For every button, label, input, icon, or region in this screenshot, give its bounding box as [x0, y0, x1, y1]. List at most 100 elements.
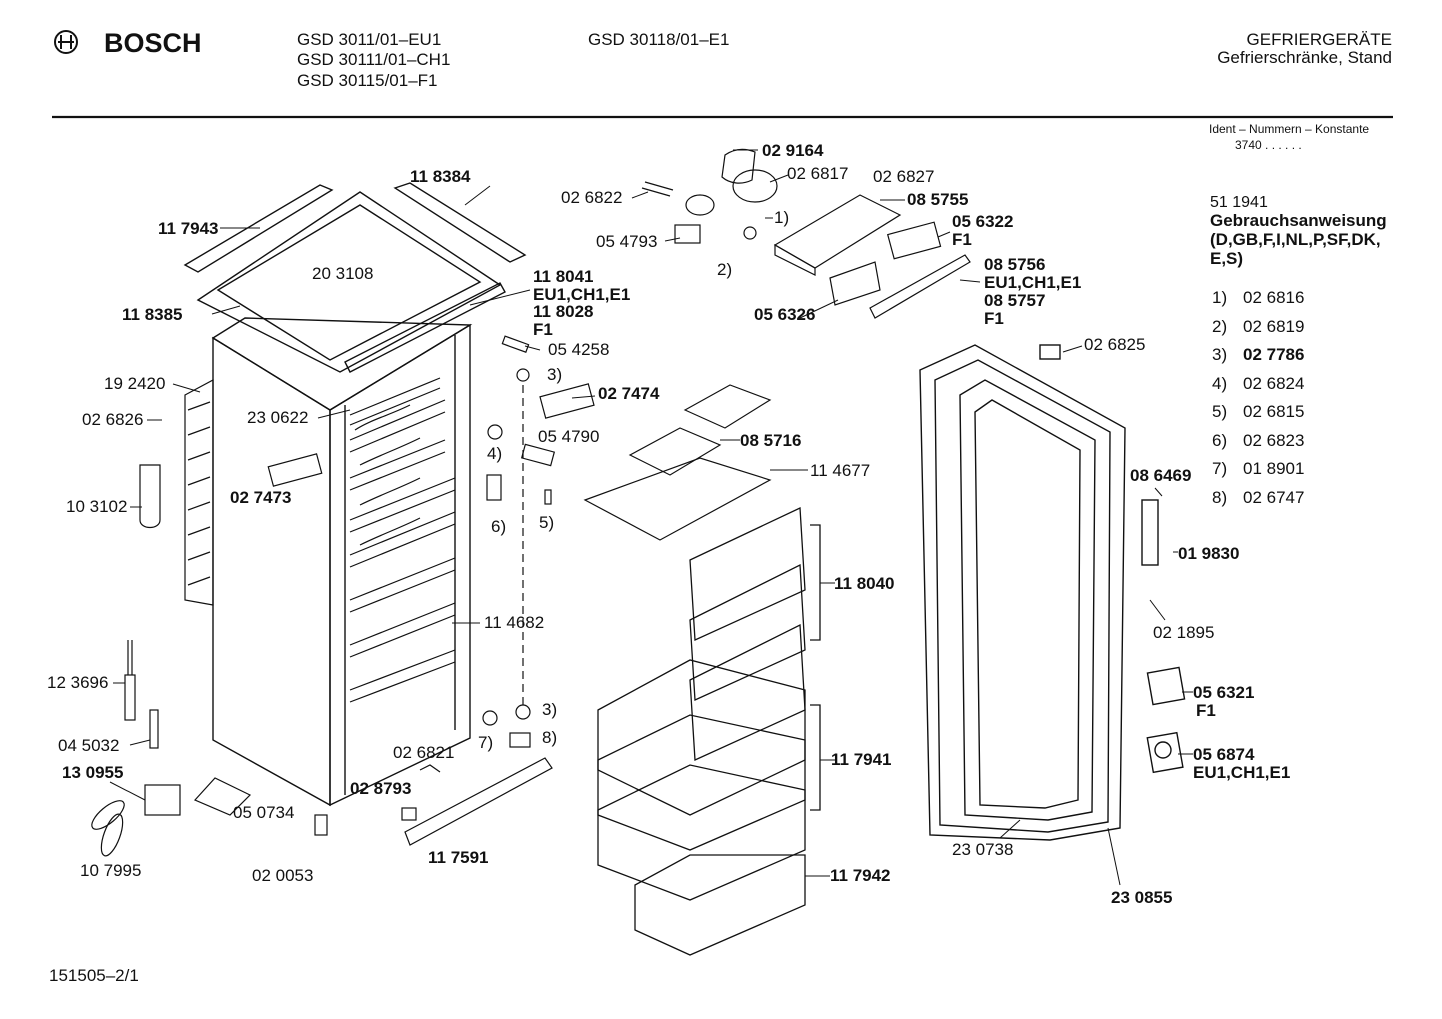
legend-part-number: 02 6815	[1243, 402, 1305, 421]
callout: 08 5756	[984, 255, 1046, 274]
subcategory-title: Gefrierschränke, Stand	[1217, 48, 1392, 67]
legend-key: 2)	[1212, 316, 1228, 336]
callout: 08 5757	[984, 291, 1046, 310]
top-panel	[183, 182, 527, 373]
callout: 7)	[478, 733, 494, 752]
callout: 01 9830	[1178, 544, 1240, 563]
callout: 23 0622	[247, 408, 309, 427]
callout: EU1,CH1,E1	[533, 285, 631, 304]
callout: F1	[984, 309, 1004, 328]
callout: 4)	[487, 444, 503, 463]
legend-part-number: 01 8901	[1243, 459, 1305, 478]
callout: 02 6822	[561, 188, 623, 207]
callout: 02 7474	[598, 384, 660, 403]
callout: 2)	[717, 260, 733, 279]
callout: F1	[533, 320, 553, 339]
cabinet-racks	[349, 377, 456, 703]
callout: 5)	[539, 513, 555, 532]
callout: 11 8385	[122, 305, 183, 324]
ident-label: Ident – Nummern – Konstante	[1209, 122, 1370, 136]
legend-key: 6)	[1212, 430, 1228, 450]
legend-part-number: 02 6816	[1243, 288, 1305, 307]
callout: 02 6825	[1084, 335, 1146, 354]
category-title: GEFRIERGERÄTE	[1246, 30, 1392, 49]
leader-lines	[109, 149, 1193, 886]
callout: 20 3108	[312, 264, 374, 283]
callout: EU1,CH1,E1	[1193, 763, 1291, 782]
model-number: GSD 30115/01–F1	[297, 71, 438, 90]
brand-name: BOSCH	[104, 28, 202, 58]
callout: 8)	[542, 728, 558, 747]
callout: F1	[952, 230, 972, 249]
ice-trays	[583, 384, 772, 541]
callout: 23 0855	[1111, 888, 1173, 907]
callout: 05 6321	[1193, 683, 1255, 702]
callout: 08 5716	[740, 431, 802, 450]
callout: 11 8041	[533, 267, 594, 286]
legend-part-number: 02 6819	[1243, 316, 1305, 336]
model-number: GSD 30118/01–E1	[588, 30, 730, 49]
callout: 10 7995	[80, 861, 142, 880]
callout: 11 7591	[428, 848, 489, 867]
small-parts	[91, 335, 595, 857]
callout: 02 9164	[762, 141, 824, 160]
legend-key: 7)	[1212, 459, 1228, 478]
callout: 11 4677	[810, 461, 871, 480]
document-id: 151505–2/1	[49, 966, 139, 985]
callout: 05 4790	[538, 427, 600, 446]
cabinet-body	[211, 317, 473, 807]
bosch-logo-icon	[54, 30, 78, 54]
callout: 11 7941	[831, 750, 892, 769]
control-parts	[641, 148, 971, 319]
callout: 05 4258	[548, 340, 610, 359]
callout: 02 6827	[873, 167, 935, 186]
callout: 02 8793	[350, 779, 412, 798]
callout: 13 0955	[62, 763, 124, 782]
manual-number: 51 1941	[1210, 194, 1268, 211]
callout: 11 8028	[533, 302, 594, 321]
legend-part-number: 02 6823	[1243, 430, 1305, 450]
manual-languages-cont: E,S)	[1210, 249, 1244, 268]
door	[919, 344, 1186, 841]
callout: 02 6821	[393, 743, 455, 762]
callout: 10 3102	[66, 497, 128, 516]
legend-key: 5)	[1212, 402, 1228, 421]
model-number: GSD 3011/01–EU1	[297, 30, 442, 49]
callout: EU1,CH1,E1	[984, 273, 1082, 292]
model-number: GSD 30111/01–CH1	[297, 50, 451, 69]
drawers	[597, 507, 821, 956]
legend-key: 1)	[1212, 288, 1228, 307]
callout: 04 5032	[58, 736, 120, 755]
callout: 02 6817	[787, 164, 849, 183]
callout: 11 7943	[158, 219, 219, 238]
legend-part-number: 02 6824	[1243, 373, 1305, 393]
callout: 11 7942	[830, 866, 891, 885]
callout: 1)	[774, 208, 790, 227]
legend-key: 8)	[1212, 487, 1228, 507]
condenser-grid	[184, 378, 214, 606]
callout: 05 0734	[233, 803, 295, 822]
legend-key: 3)	[1212, 345, 1228, 364]
legend-part-number: 02 6747	[1243, 487, 1305, 507]
legend-key: 4)	[1212, 373, 1228, 393]
callout: 19 2420	[104, 374, 166, 393]
callout: 11 8040	[834, 574, 895, 593]
ident-value: 3740 . . . . . .	[1235, 138, 1302, 152]
callout: 02 7473	[230, 488, 292, 507]
callout: 05 6322	[952, 212, 1014, 231]
legend-part-number: 02 7786	[1243, 345, 1305, 364]
callout: 02 1895	[1153, 623, 1215, 642]
callout: 02 6826	[82, 410, 144, 429]
callout: 6)	[491, 517, 507, 536]
callout: 3)	[547, 365, 563, 384]
callout: 05 6326	[754, 305, 816, 324]
callout: 08 6469	[1130, 466, 1192, 485]
manual-title: Gebrauchsanweisung	[1210, 211, 1387, 230]
callout: 11 8384	[410, 167, 471, 186]
callout: 3)	[542, 700, 558, 719]
callout: F1	[1196, 701, 1216, 720]
callout: 23 0738	[952, 840, 1014, 859]
callout: 02 0053	[252, 866, 314, 885]
callout: 05 4793	[596, 232, 658, 251]
callout: 12 3696	[47, 673, 109, 692]
